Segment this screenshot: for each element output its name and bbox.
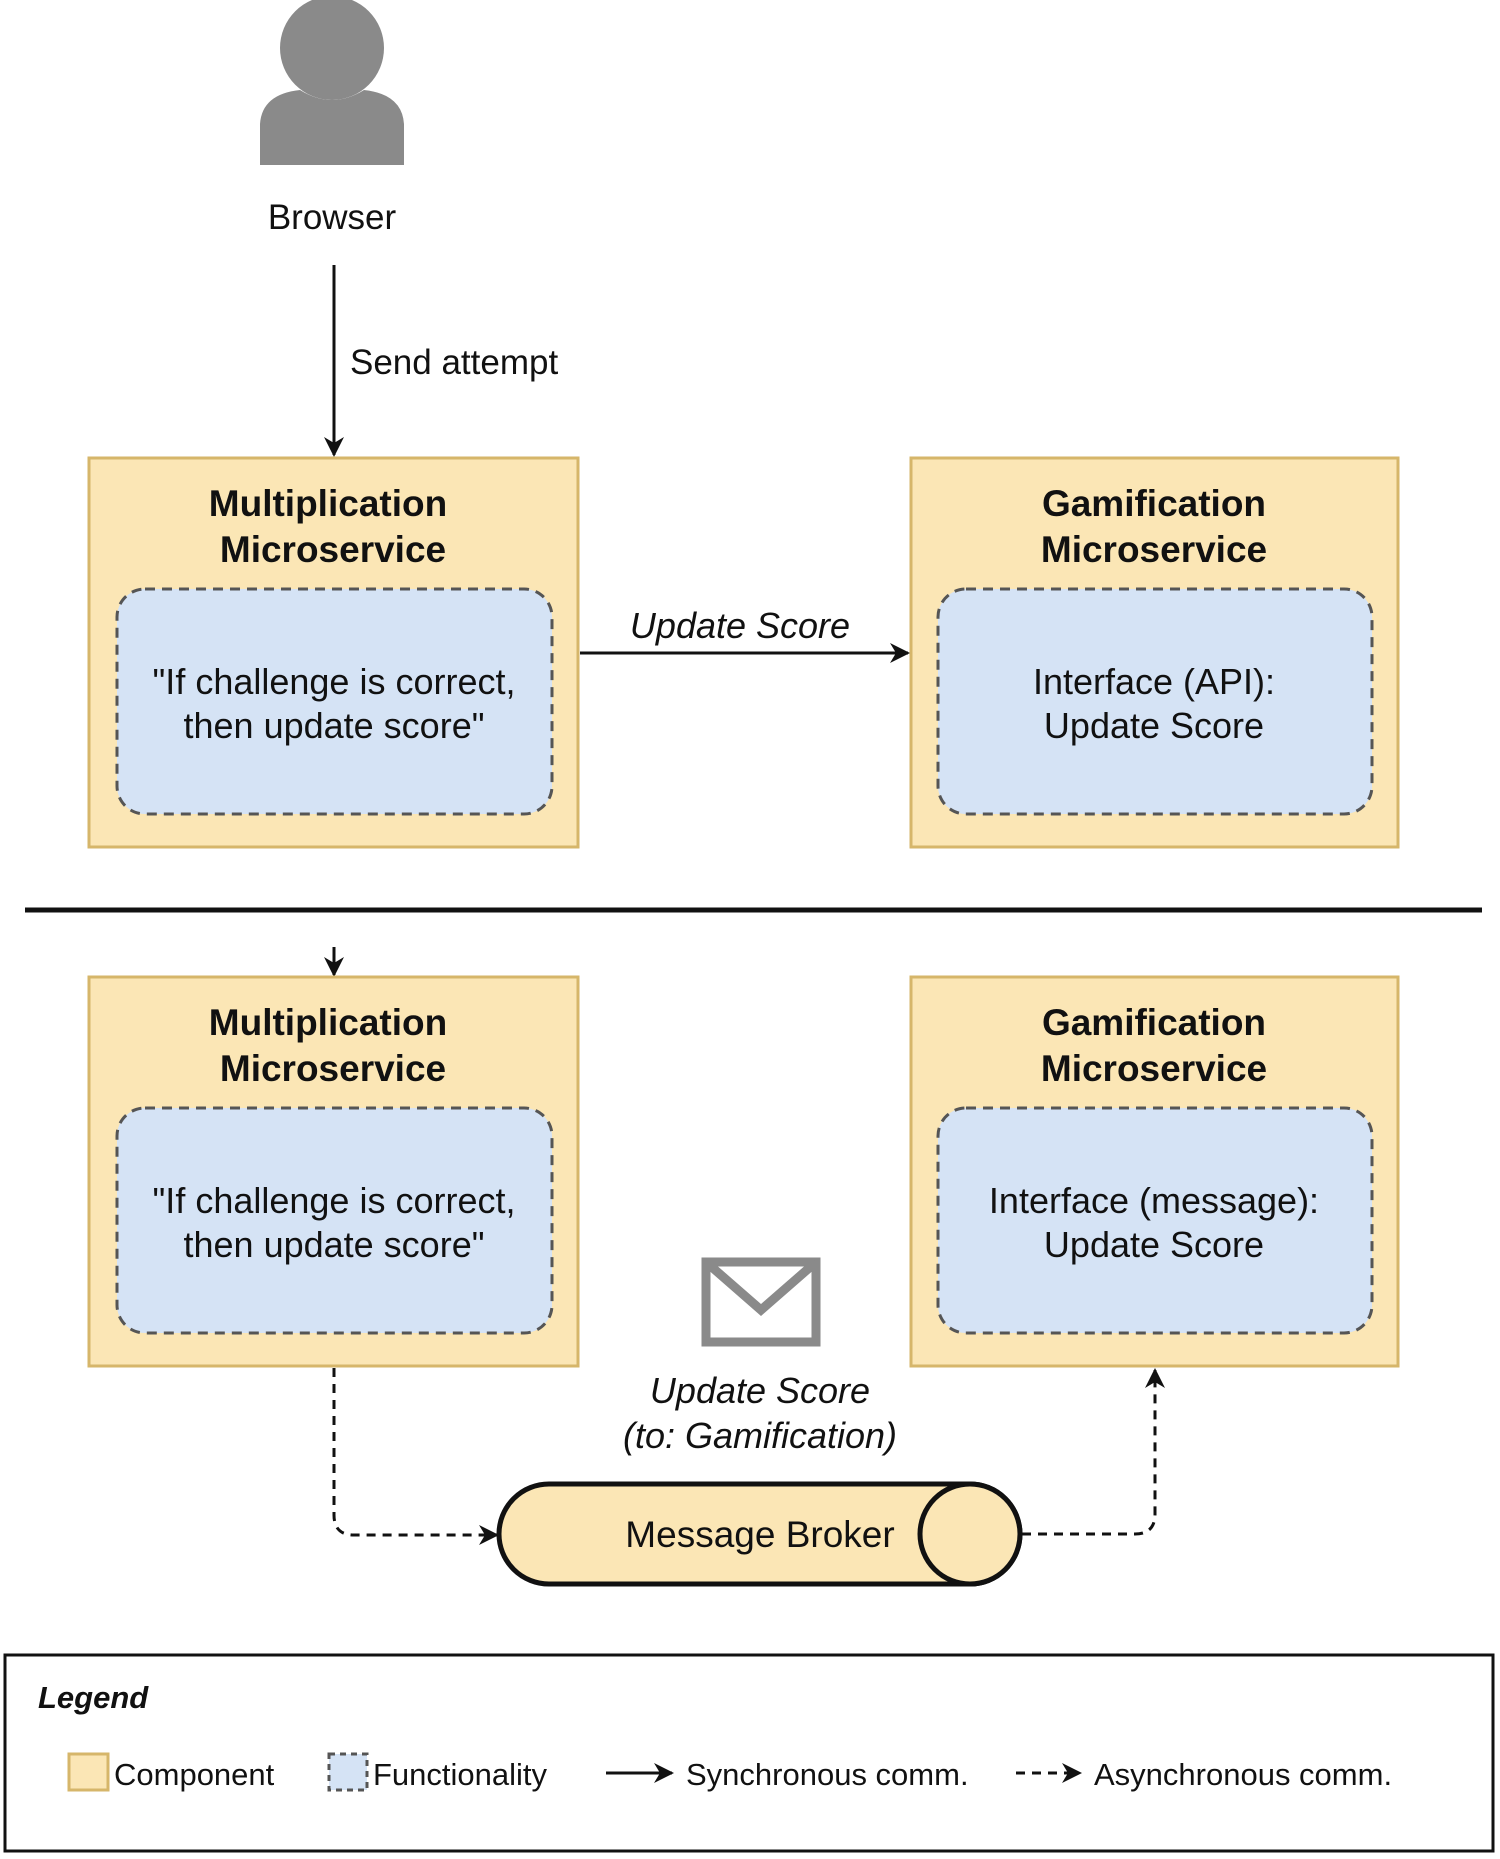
functionality-text: Update Score [1044, 1224, 1264, 1265]
async-arrow-to-broker [332, 1368, 499, 1545]
functionality-box [936, 587, 1374, 816]
legend-functionality-label: Functionality [373, 1757, 548, 1792]
component-title: Gamification [1042, 1002, 1266, 1043]
update-score-label: Update Score [630, 605, 850, 646]
legend-title: Legend [38, 1680, 149, 1715]
component-title: Microservice [1041, 529, 1267, 570]
component-title: Multiplication [209, 483, 447, 524]
legend-functionality-swatch [327, 1752, 369, 1792]
gamification-microservice-bottom: Gamification Microservice Interface (mes… [909, 975, 1400, 1368]
component-title: Microservice [220, 1048, 446, 1089]
message-broker-label: Message Broker [625, 1514, 894, 1555]
functionality-text: then update score" [184, 705, 485, 746]
functionality-box [115, 1106, 554, 1335]
legend: Legend Component Functionality Synchrono… [3, 1653, 1495, 1853]
functionality-text: then update score" [184, 1224, 485, 1265]
functionality-text: Interface (message): [989, 1180, 1319, 1221]
component-title: Multiplication [209, 1002, 447, 1043]
gamification-microservice-top: Gamification Microservice Interface (API… [909, 456, 1400, 849]
message-label: Update Score [650, 1370, 870, 1411]
functionality-box [936, 1106, 1374, 1335]
user-icon [260, 0, 404, 165]
component-title: Microservice [1041, 1048, 1267, 1089]
legend-component-label: Component [114, 1757, 275, 1792]
message-label: (to: Gamification) [623, 1415, 897, 1456]
functionality-text: "If challenge is correct, [153, 661, 516, 702]
legend-component-swatch [67, 1752, 110, 1792]
functionality-text: Interface (API): [1033, 661, 1275, 702]
component-title: Microservice [220, 529, 446, 570]
functionality-text: Update Score [1044, 705, 1264, 746]
message-broker: Message Broker [496, 1481, 1023, 1587]
async-arrow-to-gamification [1022, 1368, 1165, 1536]
functionality-text: "If challenge is correct, [153, 1180, 516, 1221]
multiplication-microservice-top: Multiplication Microservice "If challeng… [87, 456, 580, 849]
component-title: Gamification [1042, 483, 1266, 524]
browser-label: Browser [268, 198, 397, 237]
envelope-icon [701, 1257, 821, 1347]
legend-sync-label: Synchronous comm. [686, 1757, 969, 1792]
functionality-box [115, 587, 554, 816]
legend-async-label: Asynchronous comm. [1094, 1757, 1392, 1792]
send-attempt-label: Send attempt [350, 343, 558, 382]
multiplication-microservice-bottom: Multiplication Microservice "If challeng… [87, 975, 580, 1368]
